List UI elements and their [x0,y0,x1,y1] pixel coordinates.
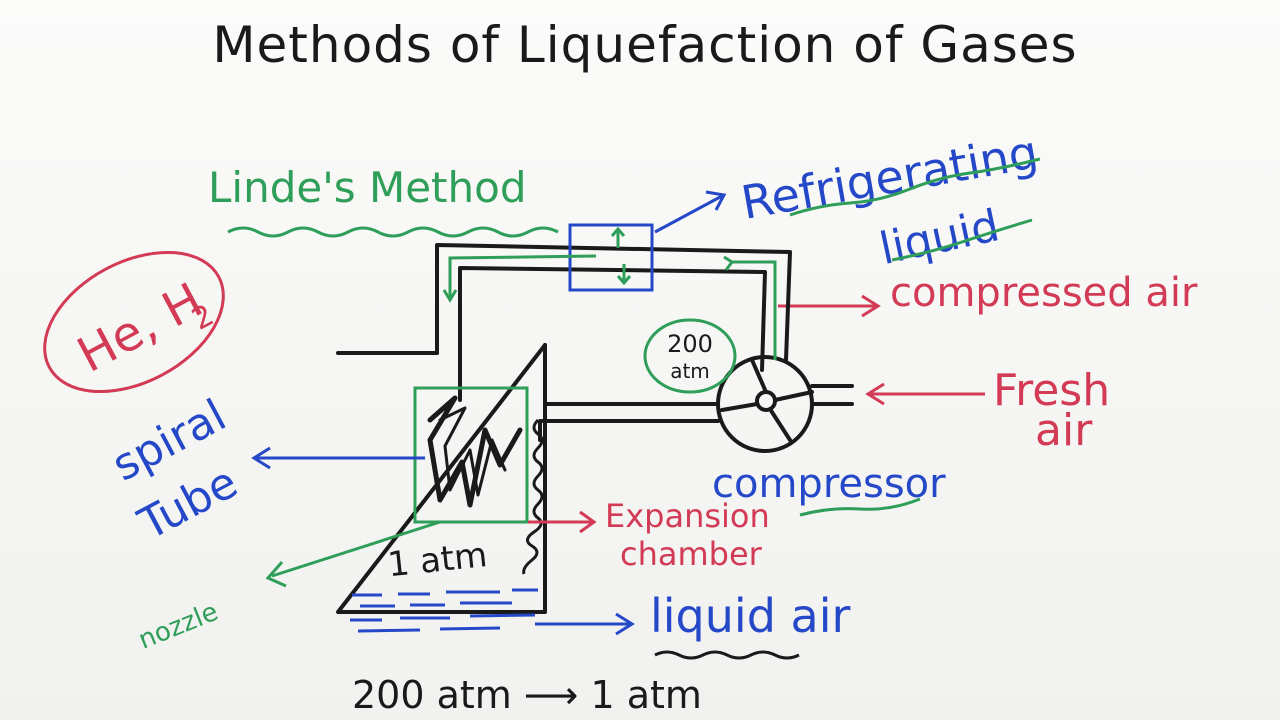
fresh-air-label: air [1035,405,1093,456]
pressure-ellipse [643,318,737,394]
spiral-tube [427,395,523,508]
pressure-unit: atm [670,359,710,383]
flow-lines [271,254,777,578]
gases-label: He, H [69,272,212,384]
liquid-label: liquid [875,200,1003,275]
nozzle-label: nozzle [134,597,222,656]
pipe-inner [458,266,767,402]
refrigerating-label: Refrigerating [737,125,1042,230]
heat-exchanger-arrows [610,226,632,286]
nozzle-arrowhead [265,561,287,588]
bottom-caption: 200 atm ⟶ 1 atm [352,673,702,717]
pipe-outer [435,243,792,362]
method-title: Linde's Method [208,163,527,212]
nozzle-squiggle [522,418,544,575]
refrigerating-underline [789,157,1041,217]
fresh-label: Fresh [993,365,1110,416]
compressor-label: compressor [712,461,946,507]
spiral-tube-box [413,386,529,524]
title: Methods of Liquefaction of Gases [212,16,1077,74]
liquid-underline [891,218,1033,262]
one-atm-inner-label: 1 atm [386,535,489,585]
compressor-circle [716,355,814,453]
liquid-air-underline [654,650,800,660]
liquid-air-label: liquid air [650,589,850,643]
pressure-value: 200 [667,330,713,358]
expansion-label: Expansion [605,497,770,535]
method-underline-wave [227,226,559,238]
liquid-air-dashes [350,588,538,633]
gases-ellipse [43,250,225,394]
refrigerating-arrow [654,194,723,234]
apparatus [336,243,854,614]
inlet-pipe [810,384,854,406]
compressor-underline [799,497,921,517]
chamber-label: chamber [620,535,763,573]
compressor-pipe [538,402,720,442]
compressed-air-label: compressed air [890,270,1198,316]
